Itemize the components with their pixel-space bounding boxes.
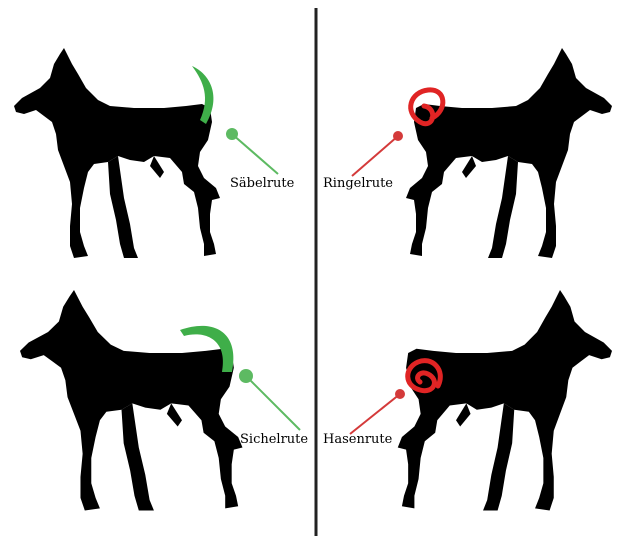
dog-silhouette-bottom-right xyxy=(397,290,612,511)
label-top-right: Ringelrute xyxy=(323,176,393,191)
pointer-line-bottom-left xyxy=(245,375,301,431)
dog-silhouette-top-left xyxy=(14,48,220,258)
dog-silhouette-top-right xyxy=(406,48,612,258)
pointer-dot-bottom-right xyxy=(395,389,405,399)
label-bottom-right: Hasenrute xyxy=(323,432,393,447)
label-bottom-left: Sichelrute xyxy=(240,432,309,447)
pointer-dot-top-left xyxy=(226,128,238,140)
pointer-line-bottom-right xyxy=(349,393,401,435)
dog-silhouette-bottom-left xyxy=(20,290,243,511)
tail-saber xyxy=(192,66,214,124)
tail-ring xyxy=(408,87,446,127)
tail-hare xyxy=(405,358,443,394)
label-top-left: Säbelrute xyxy=(230,176,295,191)
tail-sickle xyxy=(180,325,234,372)
pointer-dot-bottom-left xyxy=(239,369,253,383)
pointer-dot-top-right xyxy=(393,131,403,141)
pointer-line-top-left xyxy=(231,133,279,175)
pointer-line-top-right xyxy=(351,135,399,177)
